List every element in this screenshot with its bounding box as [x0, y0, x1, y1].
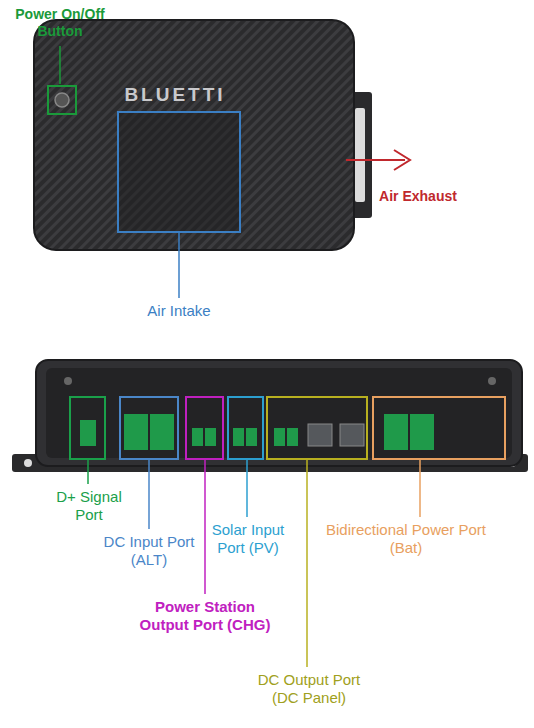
leader-line: [178, 232, 180, 298]
highlight-box: [120, 397, 178, 459]
connector: [274, 428, 285, 446]
screw: [488, 377, 496, 385]
connector: [150, 414, 174, 450]
connector: [384, 414, 408, 450]
brand-logo: BLUETTI: [110, 84, 240, 107]
connector: [80, 420, 96, 446]
highlight-box: [228, 397, 263, 459]
mount-hole: [24, 459, 32, 467]
highlight-box: [267, 397, 367, 459]
rj-port: [308, 424, 332, 446]
connector: [410, 414, 434, 450]
screw: [64, 377, 72, 385]
connector: [287, 428, 298, 446]
leader-line: [306, 459, 308, 667]
leader-line: [148, 459, 150, 529]
port-label: Bidirectional Power Port (Bat): [322, 521, 490, 557]
device-front: [36, 360, 522, 466]
leader-line: [87, 459, 89, 484]
highlight-box: [70, 397, 105, 459]
leader-line: [59, 46, 61, 84]
highlight-box: [48, 86, 76, 114]
leader-line: [246, 459, 248, 517]
connector: [205, 428, 216, 446]
leader-line: [419, 459, 421, 517]
leader-line: [204, 459, 206, 594]
bracket-slot: [355, 108, 365, 202]
highlight-box: [373, 397, 505, 459]
exhaust-arrow: [394, 150, 410, 170]
part-label: Air Exhaust: [368, 188, 468, 205]
device-top: [34, 20, 354, 250]
port-label: Solar Input Port (PV): [204, 521, 292, 557]
highlight-box: [186, 397, 223, 459]
port-label: DC Input Port (ALT): [102, 533, 196, 569]
connector: [246, 428, 257, 446]
exhaust-arrow: [346, 159, 405, 161]
port-panel: [46, 368, 512, 458]
part-label: Air Intake: [124, 302, 234, 320]
highlight-box: [118, 112, 240, 232]
port-label: D+ Signal Port: [44, 488, 134, 524]
connector: [192, 428, 203, 446]
connector: [124, 414, 148, 450]
connector: [233, 428, 244, 446]
power-button: [55, 93, 69, 107]
rj-port: [340, 424, 364, 446]
port-label: Power Station Output Port (CHG): [130, 598, 280, 634]
button-label: Power On/Off Button: [5, 6, 115, 40]
port-label: DC Output Port (DC Panel): [244, 671, 374, 707]
